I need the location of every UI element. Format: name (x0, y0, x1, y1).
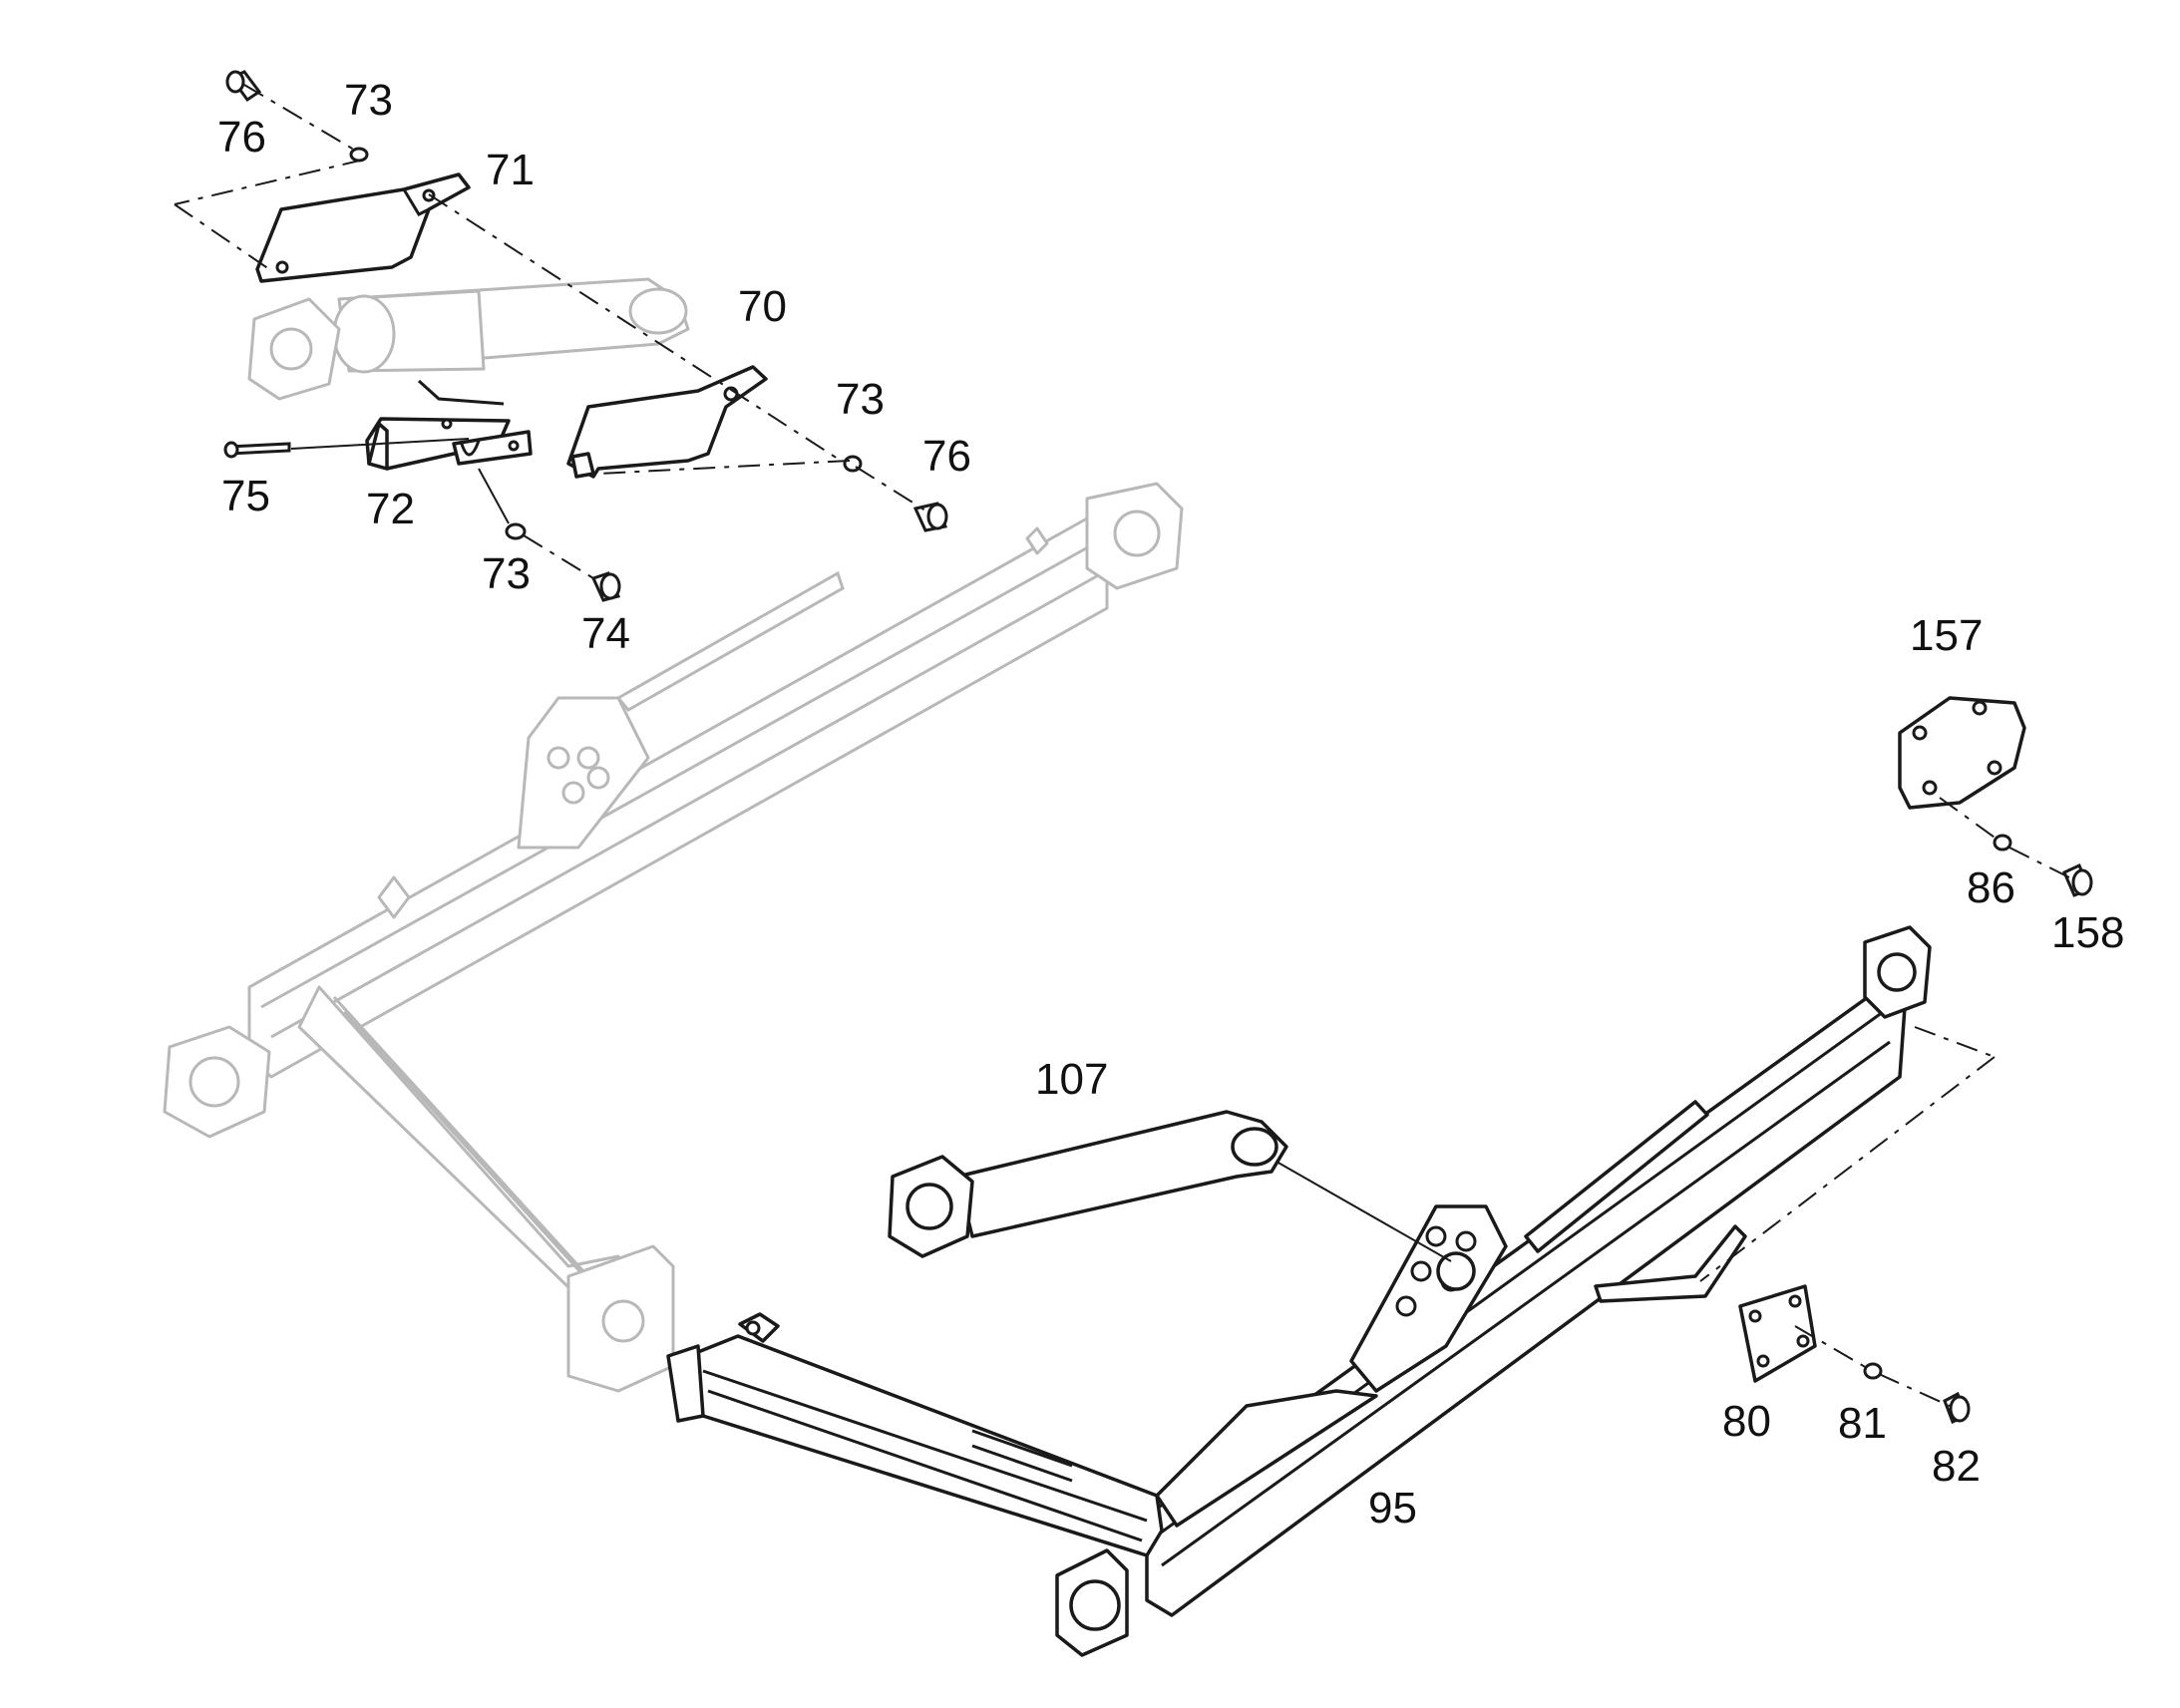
callout-73-lower: 73 (482, 549, 531, 598)
callout-72: 72 (366, 485, 415, 533)
callout-73-top: 73 (344, 76, 393, 125)
callout-81: 81 (1838, 1399, 1887, 1448)
part-72-bracket (365, 379, 533, 471)
callout-76-right: 76 (922, 432, 971, 481)
part-80-mounting-plate (1738, 1284, 1817, 1383)
callout-labels: 76 73 71 70 73 76 75 72 73 74 157 86 158… (217, 76, 2124, 1533)
callout-86: 86 (1967, 863, 2015, 912)
callout-157: 157 (1910, 611, 1983, 660)
callout-75: 75 (221, 472, 270, 520)
callout-82: 82 (1932, 1442, 1981, 1491)
callout-158: 158 (2051, 908, 2124, 957)
callout-71: 71 (486, 146, 535, 194)
callout-80: 80 (1722, 1397, 1771, 1446)
callout-74: 74 (581, 609, 630, 658)
ghost-hydraulic-cylinder (247, 277, 690, 401)
leader-lines (174, 84, 2070, 1407)
callout-95: 95 (1368, 1484, 1417, 1533)
fasteners (223, 70, 2093, 1424)
ghost-boom-frame (163, 482, 1184, 1393)
part-157-cap (1898, 696, 2026, 810)
part-71-cover-plate (255, 172, 471, 283)
part-70-cover-plate (566, 365, 768, 479)
callout-76-top: 76 (217, 113, 266, 162)
callout-70: 70 (738, 282, 787, 331)
callout-73-right: 73 (836, 375, 885, 424)
part-107-link-arm (888, 1110, 1288, 1258)
part-95-main-frame (666, 925, 1932, 1657)
callout-107: 107 (1035, 1055, 1108, 1104)
